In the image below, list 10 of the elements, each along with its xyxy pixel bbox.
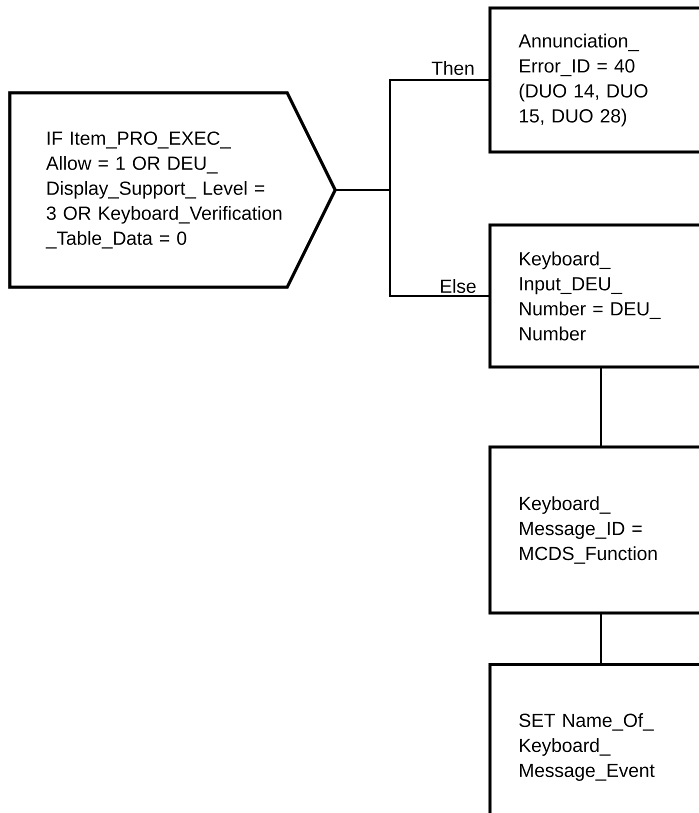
connector-line	[600, 368, 602, 446]
decision-box: IF Item_PRO_EXEC_ Allow = 1 OR DEU_ Display_Support_ Level = 3 OR Keyboard_Verification _Table_Data = 0	[8, 91, 337, 289]
connector-line	[334, 189, 490, 297]
edge-label: Else	[438, 278, 478, 294]
process-box: Keyboard_ Input_DEU_ Number = DEU_ Number	[488, 224, 699, 368]
connector-line	[600, 614, 602, 664]
edge-label: Then	[430, 60, 476, 76]
process-box: Annunciation_ Error_ID = 40 (DUO 14, DUO 15, DUO 28)	[488, 6, 699, 154]
process-box: SET Name_Of_ Keyboard_ Message_Event	[488, 663, 699, 813]
process-box: Keyboard_ Message_ID = MCDS_Function	[488, 446, 699, 614]
